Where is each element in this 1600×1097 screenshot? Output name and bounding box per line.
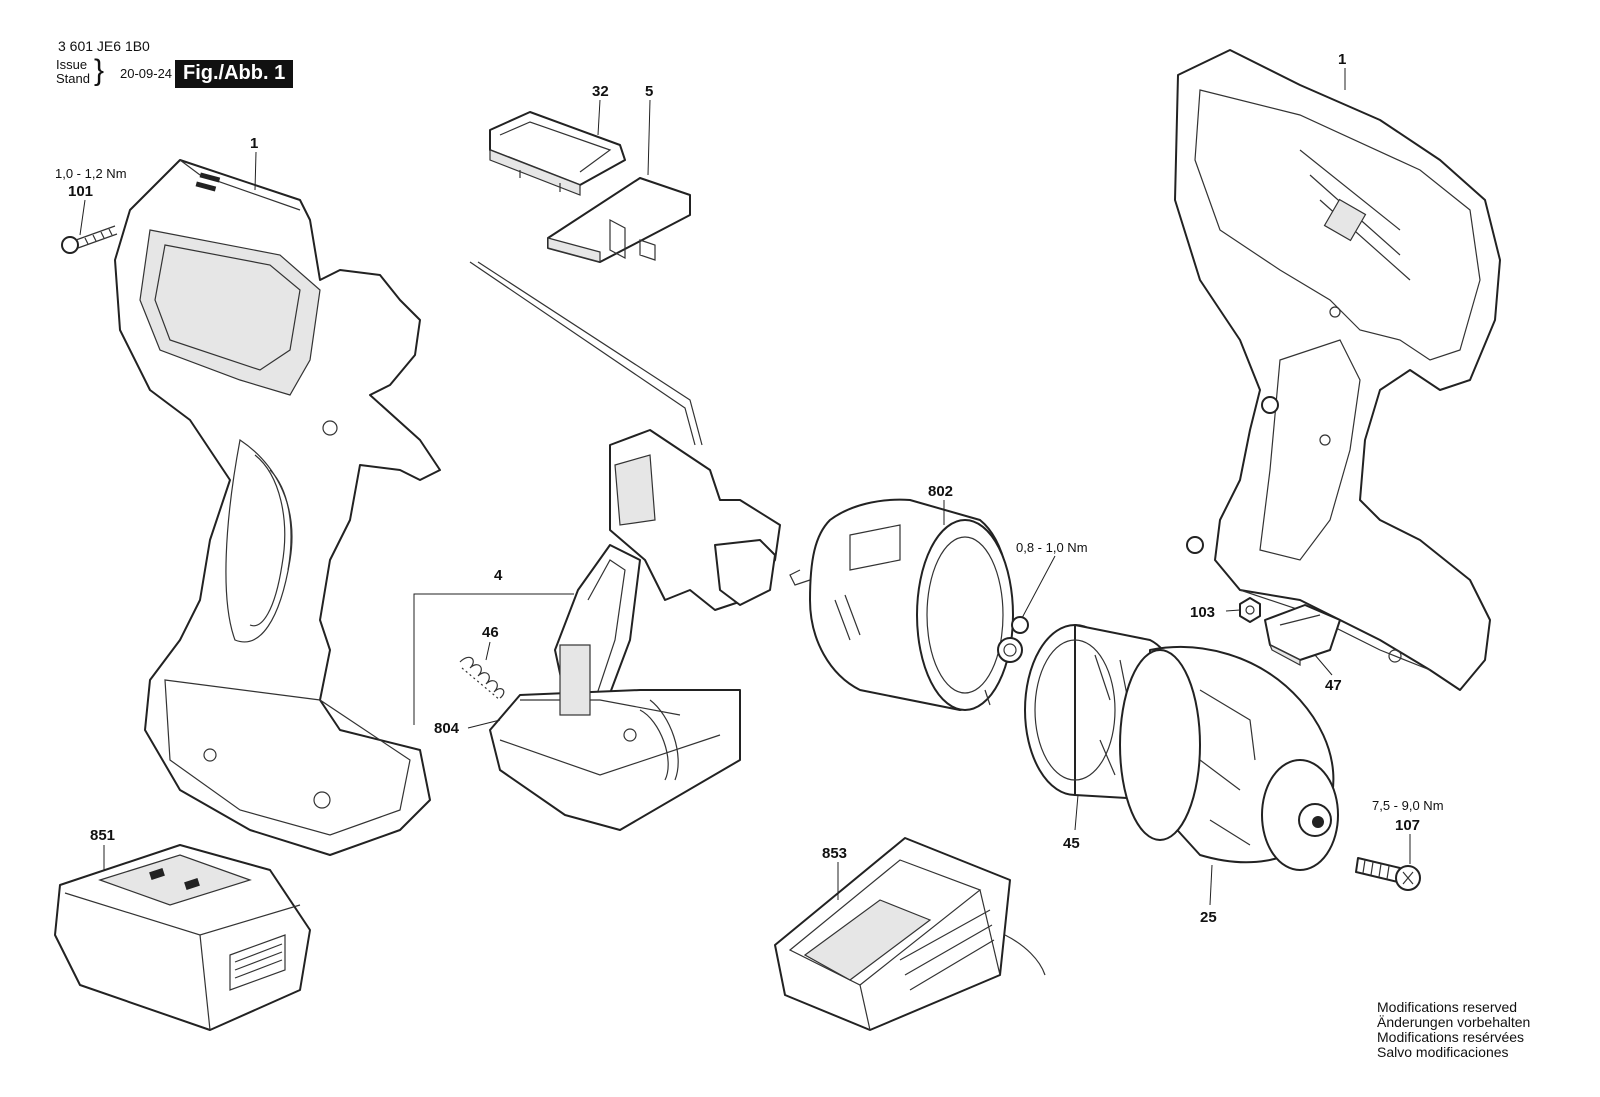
document-number: 3 601 JE6 1B0 xyxy=(58,38,150,54)
part-label-47: 47 xyxy=(1325,677,1342,694)
part-label-853: 853 xyxy=(822,845,847,862)
spring-46-drawing xyxy=(459,656,505,701)
modifications-line-de: Änderungen vorbehalten xyxy=(1377,1014,1531,1030)
torque-label-motor: 0,8 - 1,0 Nm xyxy=(1016,540,1088,555)
modifications-line-fr: Modifications resérvées xyxy=(1377,1029,1525,1045)
part-label-851: 851 xyxy=(90,827,115,844)
torque-label-107: 7,5 - 9,0 Nm xyxy=(1372,798,1444,813)
modifications-notice: Modifications reserved Änderungen vorbeh… xyxy=(1377,1000,1530,1060)
housing-right-drawing xyxy=(1174,49,1501,691)
issue-block: Issue Stand } 20-09-24 xyxy=(56,56,172,86)
housing-left-drawing xyxy=(114,159,441,856)
stand-label: Stand xyxy=(56,71,90,86)
part-label-45: 45 xyxy=(1063,835,1080,852)
screw-107-drawing xyxy=(1355,857,1421,891)
torque-label-101: 1,0 - 1,2 Nm xyxy=(55,166,127,181)
issue-date: 20-09-24 xyxy=(120,66,173,81)
battery-851-drawing xyxy=(54,844,311,1031)
part-label-804: 804 xyxy=(434,720,460,737)
part-47-drawing xyxy=(1264,604,1341,667)
chuck-25-drawing xyxy=(1119,646,1339,871)
part-label-4: 4 xyxy=(494,567,503,584)
modifications-line-es: Salvo modificaciones xyxy=(1377,1044,1509,1060)
part-label-103: 103 xyxy=(1190,604,1215,621)
switch-4-drawing xyxy=(469,261,781,831)
part-label-101: 101 xyxy=(68,183,93,200)
part-label-1-right: 1 xyxy=(1338,51,1346,68)
part-label-107: 107 xyxy=(1395,817,1420,834)
issue-label: Issue xyxy=(56,57,88,72)
part-5-drawing xyxy=(547,177,691,263)
screw-101-drawing xyxy=(61,225,118,254)
nut-103-drawing xyxy=(1239,597,1261,623)
part-32-drawing xyxy=(489,111,626,196)
part-label-802: 802 xyxy=(928,483,953,500)
part-label-46: 46 xyxy=(482,624,499,641)
charger-853-drawing xyxy=(774,837,1046,1031)
part-label-32: 32 xyxy=(592,83,609,100)
modifications-line-en: Modifications reserved xyxy=(1377,999,1518,1015)
part-label-1-left: 1 xyxy=(250,135,258,152)
figure-title: Fig./Abb. 1 xyxy=(175,60,294,88)
part-label-25: 25 xyxy=(1200,909,1217,926)
part-label-5: 5 xyxy=(645,83,653,100)
brace-glyph: } xyxy=(94,54,105,87)
motor-802-drawing xyxy=(789,498,1029,711)
